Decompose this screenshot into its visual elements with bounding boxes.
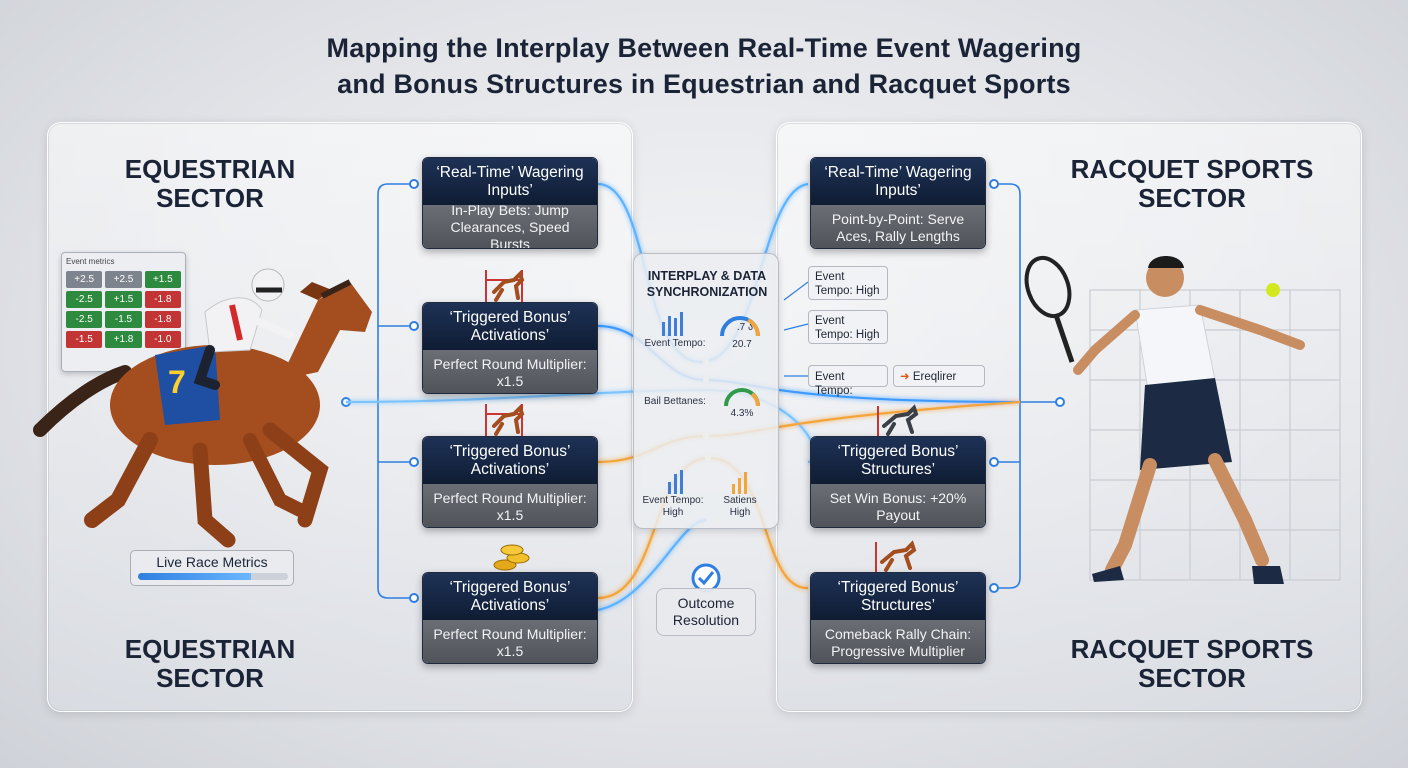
- gauge2-label: Bail Bettanes:: [644, 396, 706, 407]
- card-body: Comeback Rally Chain: Progressive Multip…: [811, 620, 985, 663]
- racquet-sector-title-bottom: RACQUET SPORTS SECTOR: [1070, 634, 1314, 693]
- tempo-tag: Event Tempo:: [808, 365, 888, 397]
- left-card-bonus-3[interactable]: ‘Triggered Bonus’ Activations’ Perfect R…: [422, 572, 598, 664]
- odds-cell: -1.8: [144, 311, 181, 328]
- odds-cell: -2.5: [66, 291, 103, 308]
- bottom-label-2: Satiens High: [723, 495, 757, 518]
- odds-cell: +2.5: [105, 271, 142, 288]
- card-body: Perfect Round Multiplier: x1.5: [423, 620, 597, 663]
- bottom-label-1: Event Tempo: High: [642, 495, 704, 518]
- page-title: Mapping the Interplay Between Real-Time …: [0, 30, 1408, 102]
- tennis-player-icon: [1073, 256, 1305, 584]
- odds-board-header: Event metrics: [66, 257, 115, 266]
- card-body: Set Win Bonus: +20% Payout: [811, 484, 985, 527]
- odds-cell: +1.5: [144, 271, 181, 288]
- equestrian-sector-title-bottom: EQUESTRIAN SECTOR: [124, 634, 296, 693]
- interplay-title: INTERPLAY & DATA SYNCHRONIZATION: [646, 269, 768, 299]
- tennis-ball-icon: [1266, 283, 1280, 297]
- left-card-bonus-1[interactable]: ‘Triggered Bonus’ Activations’ Perfect R…: [422, 302, 598, 394]
- arrow-icon: ➜: [900, 371, 913, 383]
- card-body: Perfect Round Multiplier: x1.5: [423, 350, 597, 393]
- running-horse-icon: [877, 404, 919, 436]
- outcome-resolution: Outcome Resolution: [656, 588, 756, 636]
- tempo-tag-extra: ➜ Ereqlirer: [893, 365, 985, 387]
- left-card-bonus-2[interactable]: ‘Triggered Bonus’ Activations’ Perfect R…: [422, 436, 598, 528]
- right-card-bonus-2[interactable]: ‘Triggered Bonus’ Structures’ Comeback R…: [810, 572, 986, 664]
- odds-cell: +1.8: [105, 331, 142, 348]
- gauge-icon: [720, 316, 760, 337]
- odds-board: Event metrics +2.5 +2.5 +1.5 -2.5 +1.5 -…: [61, 252, 186, 372]
- title-line-2: and Bonus Structures in Equestrian and R…: [337, 69, 1071, 99]
- jockey-icon: [193, 268, 294, 390]
- metrics-progress-fill: [138, 573, 251, 580]
- bar-chart-icon: [732, 472, 747, 494]
- card-head: ‘Triggered Bonus’ Activations’: [423, 437, 597, 484]
- horse-icon: 7: [33, 279, 372, 548]
- jump-horse-icon: [485, 270, 525, 302]
- right-card-realtime-inputs[interactable]: ‘Real-Time’ Wagering Inputs’ Point-by-Po…: [810, 157, 986, 249]
- title-line-1: Mapping the Interplay Between Real-Time …: [326, 33, 1082, 63]
- check-circle-icon: [691, 563, 721, 593]
- card-body: Perfect Round Multiplier: x1.5: [423, 484, 597, 527]
- gauge-icon: [724, 388, 760, 407]
- live-race-metrics: Live Race Metrics: [130, 550, 294, 586]
- gauge1-sub: 20.7: [732, 339, 752, 350]
- card-head: ‘Triggered Bonus’ Structures’: [811, 437, 985, 484]
- gauge1-value: .7 ა: [736, 322, 754, 333]
- card-body: In-Play Bets: Jump Clearances, Speed Bur…: [423, 202, 597, 248]
- card-head: ‘Triggered Bonus’ Activations’: [423, 303, 597, 350]
- gauge1-label: Event Tempo:: [644, 338, 706, 349]
- left-card-realtime-inputs[interactable]: ‘Real-Time’ Wagering Inputs’ In-Play Bet…: [422, 157, 598, 249]
- card-body: Point-by-Point: Serve Aces, Rally Length…: [811, 205, 985, 248]
- bar-chart-icon: [668, 470, 683, 494]
- tennis-racket-icon: [1024, 255, 1075, 363]
- odds-cell: -1.5: [105, 311, 142, 328]
- running-horse-icon: [875, 540, 917, 572]
- odds-cell: -1.0: [144, 331, 181, 348]
- card-head: ‘Real-Time’ Wagering Inputs’: [811, 158, 985, 205]
- card-head: ‘Triggered Bonus’ Structures’: [811, 573, 985, 620]
- equestrian-sector-title-top: EQUESTRIAN SECTOR: [124, 154, 296, 213]
- racquet-sector-title-top: RACQUET SPORTS SECTOR: [1070, 154, 1314, 213]
- saddle-number: 7: [168, 364, 186, 400]
- odds-cell: -1.5: [66, 331, 103, 348]
- metrics-label: Live Race Metrics: [156, 554, 268, 570]
- tempo-tag: Event Tempo: High: [808, 310, 888, 344]
- odds-cell: -2.5: [66, 311, 103, 328]
- odds-cell: +1.5: [105, 291, 142, 308]
- right-hub-dot: [1055, 397, 1065, 407]
- bar-chart-icon: [662, 312, 683, 336]
- odds-cell: -1.8: [144, 291, 181, 308]
- tempo-tag: Event Tempo: High: [808, 266, 888, 300]
- gold-coins-icon: [493, 544, 530, 571]
- odds-cell: +2.5: [66, 271, 103, 288]
- tempo-extra-label: Ereqlirer: [912, 371, 957, 383]
- metrics-progress-bar: [138, 573, 288, 580]
- gauge2-value: 4.3%: [730, 408, 754, 419]
- card-head: ‘Real-Time’ Wagering Inputs’: [423, 158, 597, 205]
- right-card-bonus-1[interactable]: ‘Triggered Bonus’ Structures’ Set Win Bo…: [810, 436, 986, 528]
- card-head: ‘Triggered Bonus’ Activations’: [423, 573, 597, 620]
- jump-horse-icon: [485, 404, 525, 436]
- interplay-sync-box: INTERPLAY & DATA SYNCHRONIZATION: [633, 253, 779, 529]
